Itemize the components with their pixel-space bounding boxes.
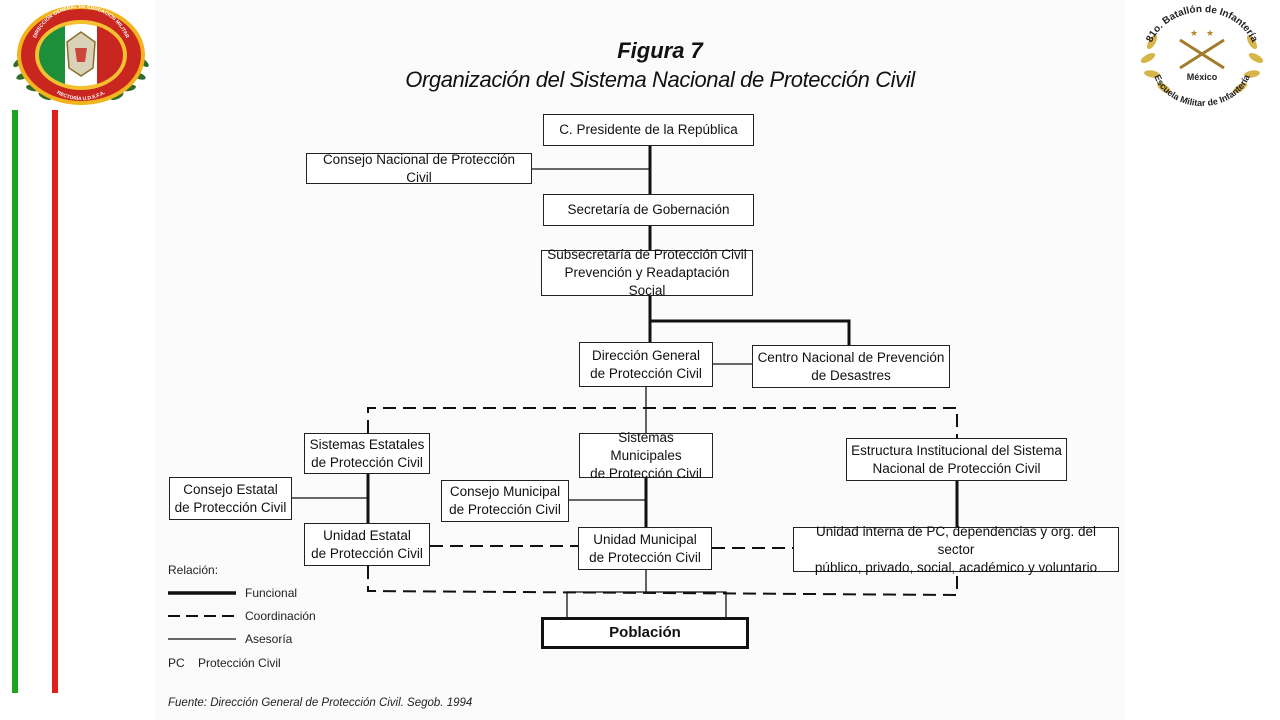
svg-text:México: México — [1187, 72, 1218, 82]
box-unidad-interna: Unidad interna de PC, dependencias y org… — [793, 524, 1119, 575]
box-unidad-municipal: Unidad Municipal de Protección Civil — [578, 527, 712, 570]
box-consejo-municipal: Consejo Municipal de Protección Civil — [441, 480, 569, 522]
legend-coordination-label: Coordinación — [245, 609, 316, 623]
legend-advisory-label: Asesoría — [245, 632, 293, 646]
svg-text:★: ★ — [1190, 28, 1198, 38]
box-estructura-institucional: Estructura Institucional del Sistema Nac… — [846, 438, 1067, 481]
legend-pc-abbr: PC — [168, 656, 185, 670]
coordination-lines — [367, 407, 958, 597]
legend-functional-label: Funcional — [245, 586, 298, 600]
svg-text:★: ★ — [1206, 28, 1214, 38]
figure-title: Figura 7 — [617, 38, 703, 63]
box-presidente: C. Presidente de la República — [543, 114, 754, 146]
box-secretaria-gobernacion: Secretaría de Gobernación — [543, 194, 754, 226]
education-directorate-emblem-logo: DIRECCIÓN GENERAL DE EDUCACIÓN MILITAR R… — [13, 4, 149, 105]
box-unidad-estatal: Unidad Estatal de Protección Civil — [304, 523, 430, 566]
red-stripe — [52, 110, 58, 693]
functional-lines — [366, 146, 959, 527]
green-stripe — [12, 110, 18, 693]
infantry-school-emblem-logo: ★ ★ México 81o. Batallón de Infantería E… — [1140, 4, 1264, 108]
source-note: Fuente: Dirección General de Protección … — [168, 697, 473, 709]
legend-heading: Relación: — [168, 563, 219, 577]
box-centro-nacional: Centro Nacional de Prevención de Desastr… — [752, 345, 950, 388]
box-subsecretaria: Subsecretaría de Protección Civil Preven… — [541, 247, 753, 298]
box-consejo-estatal: Consejo Estatal de Protección Civil — [169, 477, 292, 520]
box-sistemas-estatales: Sistemas Estatales de Protección Civil — [304, 433, 430, 474]
legend-pc-meaning: Protección Civil — [198, 656, 281, 670]
figure-subtitle: Organización del Sistema Nacional de Pro… — [405, 67, 915, 92]
box-poblacion: Población — [541, 617, 749, 649]
box-direccion-general: Dirección General de Protección Civil — [579, 342, 713, 387]
box-consejo-nacional: Consejo Nacional de Protección Civil — [306, 152, 532, 185]
box-sistemas-municipales: Sistemas Municipales de Protección Civil — [579, 430, 713, 481]
